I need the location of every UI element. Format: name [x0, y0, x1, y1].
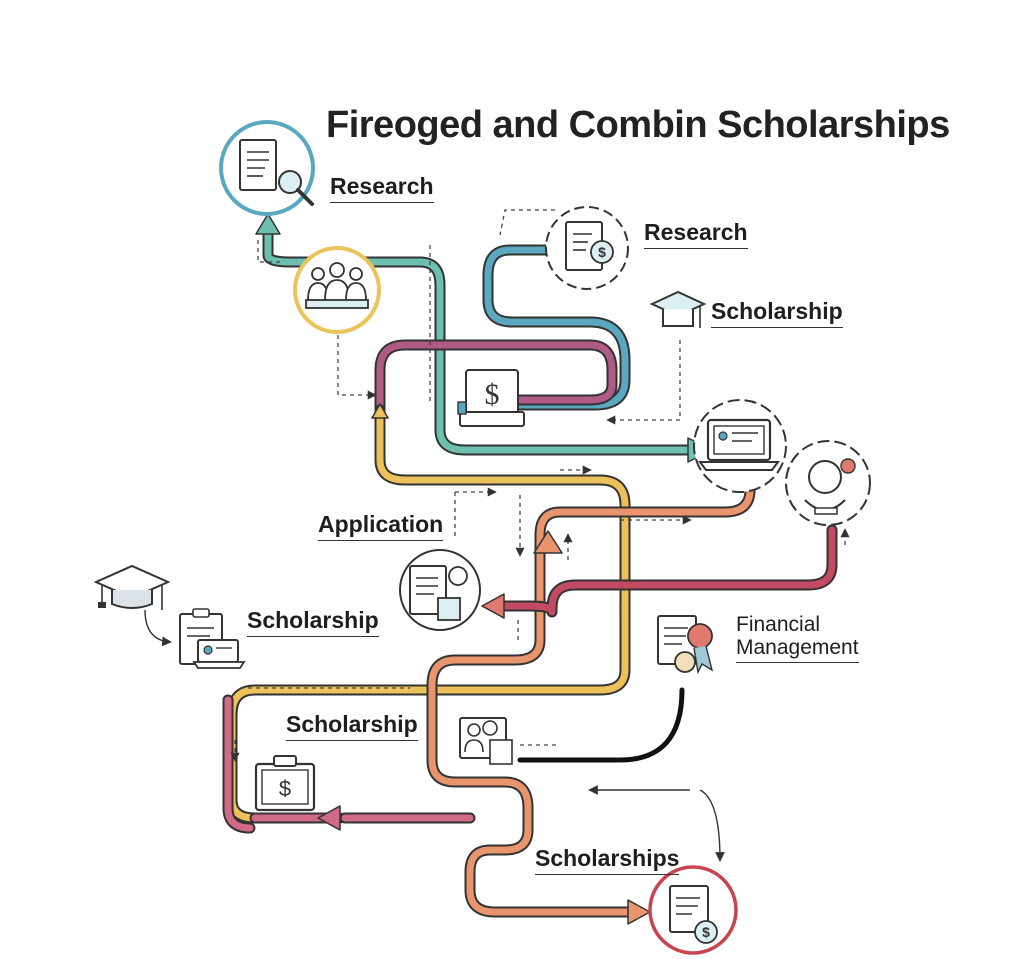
label-financial-management: Financial Management: [736, 613, 859, 664]
team-meeting-icon: [293, 246, 381, 334]
ribbon-arrowheads: [255, 213, 713, 925]
financial-badge-icon: [657, 615, 714, 675]
briefcase-dollar-glyph: $: [279, 776, 291, 801]
label-scholarship-1: Scholarship: [711, 298, 843, 329]
label-research-1: Research: [330, 173, 434, 204]
crimson-left-arrowhead: [481, 593, 505, 619]
left-graduation-cap-icon: [93, 564, 171, 610]
thin-arrows: [144, 609, 725, 862]
graduation-cap-icon: [649, 290, 707, 328]
dashed-connectors: [230, 209, 850, 762]
research-invoice-icon: $: [545, 206, 629, 290]
label-application: Application: [318, 511, 444, 542]
label-financial-line2: Management: [736, 636, 859, 660]
yellow-up-arrowhead: [371, 403, 389, 419]
orange-up-arrowhead: [533, 530, 563, 554]
scholarship-clipboard-icon: [179, 608, 246, 669]
final-scholarship-icon: $: [648, 865, 738, 955]
teal-path: [262, 222, 696, 456]
scholarship-people-icon: [459, 717, 513, 765]
dollar-briefcase-icon: $: [254, 755, 316, 812]
label-research-2: Research: [644, 219, 748, 250]
research-dollar-glyph: $: [598, 244, 606, 260]
final-dollar-glyph: $: [702, 924, 710, 940]
money-stack-icon: $: [457, 369, 525, 427]
diagram-title: Fireoged and Combin Scholarships: [326, 104, 950, 146]
teal-up-arrowhead: [255, 213, 281, 235]
orange-right-arrowhead: [627, 899, 651, 925]
purple-path: [374, 339, 618, 416]
pink-left-arrowhead: [317, 805, 341, 831]
award-person-icon: [785, 440, 871, 526]
application-documents-icon: [399, 549, 481, 631]
label-scholarship-3: Scholarship: [286, 711, 418, 742]
laptop-profile-icon: [693, 399, 787, 493]
orange-path: [426, 484, 756, 918]
black-path: [517, 687, 685, 763]
crimson-path: [494, 524, 838, 618]
label-scholarship-2: Scholarship: [247, 607, 379, 638]
research-document-icon: [219, 120, 315, 216]
money-dollar-glyph: $: [485, 378, 500, 411]
flow-paths: [222, 222, 838, 918]
label-scholarships: Scholarships: [535, 845, 680, 876]
label-financial-line1: Financial: [736, 613, 821, 636]
blue-path: [482, 244, 631, 411]
